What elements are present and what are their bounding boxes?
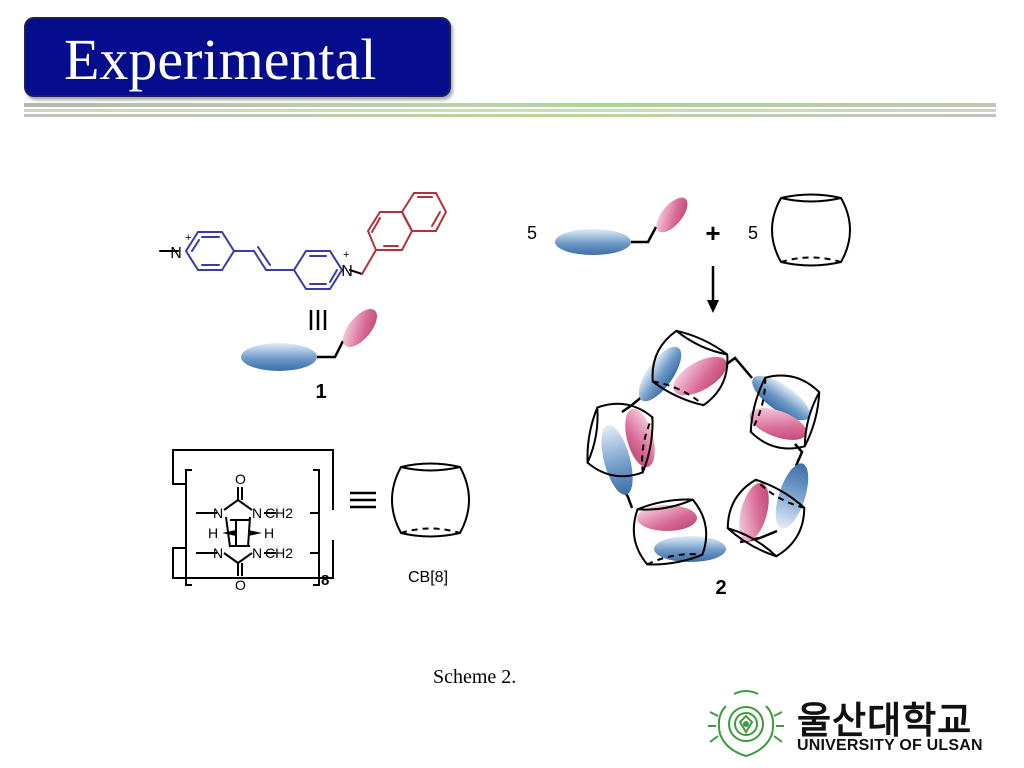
reactant-cb8-barrel	[771, 193, 851, 267]
product-2-label: 2	[715, 577, 726, 599]
n-plus-left: N	[170, 245, 182, 262]
university-name-korean: 울산대학교	[797, 699, 973, 742]
wedge-right	[248, 530, 262, 536]
plus-sign: +	[705, 218, 720, 248]
atom-n-lower-right: N	[252, 545, 262, 561]
reactant-cartoon	[555, 197, 688, 255]
title-underline-2	[24, 109, 996, 112]
identity-symbol-vertical	[309, 310, 327, 330]
university-emblem	[708, 690, 784, 758]
coef-left: 5	[527, 223, 537, 243]
atom-n-upper-left: N	[213, 505, 223, 521]
atom-h-right: H	[264, 525, 274, 541]
identity-symbol-horizontal	[350, 491, 376, 509]
atom-ch2-lower: CH2	[265, 545, 293, 561]
atom-o-bottom: O	[235, 577, 246, 593]
title-underline	[24, 103, 996, 107]
cb8-barrel-cartoon	[391, 462, 470, 538]
title-underline-3	[24, 114, 996, 117]
compound-1-label: 1	[315, 381, 326, 403]
scheme-caption: Scheme 2.	[433, 666, 517, 688]
title-banner: Experimental	[24, 17, 451, 97]
cb8-label: CB[8]	[408, 569, 448, 586]
charge-left: +	[185, 232, 191, 244]
repeat-subscript: 8	[321, 572, 329, 589]
n-plus-right: N	[341, 263, 353, 280]
slide-title: Experimental	[64, 27, 377, 92]
atom-h-left: H	[208, 525, 218, 541]
atom-n-upper-right: N	[252, 505, 262, 521]
compound-1-cartoon	[241, 309, 378, 371]
wedge-left	[222, 530, 236, 536]
coef-right: 5	[748, 223, 758, 243]
charge-right: +	[343, 249, 349, 261]
product-2-assembly	[586, 329, 821, 566]
atom-ch2-upper: CH2	[265, 505, 293, 521]
compound-1-structure	[159, 192, 448, 290]
atom-n-lower-left: N	[213, 545, 223, 561]
reaction-arrow	[707, 266, 719, 313]
university-name-english: UNIVERSITY OF ULSAN	[797, 737, 983, 754]
atom-o-top: O	[235, 471, 246, 487]
